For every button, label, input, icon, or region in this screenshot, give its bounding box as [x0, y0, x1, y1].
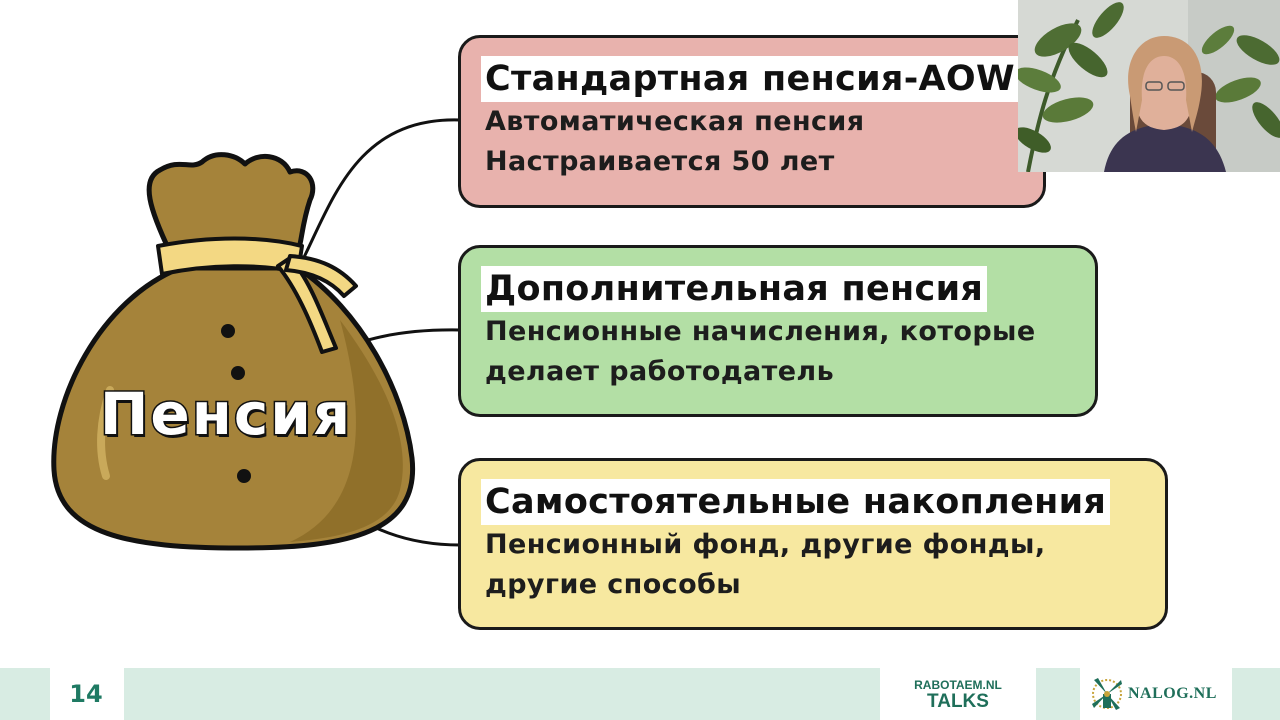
logo-nalog-text: NALOG.NL: [1128, 685, 1217, 702]
page-number: 14: [69, 680, 103, 708]
nalog-logo: NALOG.NL: [1082, 668, 1230, 720]
card-line: Настраивается 50 лет: [485, 146, 835, 177]
connector-dot-2: [231, 366, 245, 380]
card-standard-pension: Стандартная пенсия-AOW Автоматическая пе…: [458, 35, 1046, 208]
footer-bar-mid: [1036, 668, 1080, 720]
slide-footer: 14 RABOTAEM.NL TALKS NALOG.NL: [0, 668, 1280, 720]
webcam-video: [1018, 0, 1280, 172]
bag-label: Пенсия: [98, 380, 353, 448]
connector-dot-1: [221, 324, 235, 338]
card-line: Автоматическая пенсия: [485, 106, 865, 137]
logo-rabota-line1: RABOTAEM.NL: [914, 678, 1002, 692]
card-line: делает работодатель: [485, 356, 835, 387]
card-title: Самостоятельные накопления: [481, 479, 1111, 525]
card-line: Пенсионный фонд, другие фонды,: [485, 529, 1046, 560]
card-additional-pension: Дополнительная пенсия Пенсионные начисле…: [458, 245, 1098, 417]
presenter-video-frame: [1018, 0, 1280, 172]
windmill-icon: [1092, 678, 1122, 710]
card-line: другие способы: [485, 569, 742, 600]
logo-rabota-line2: TALKS: [927, 691, 989, 712]
card-line: Пенсионные начисления, которые: [485, 316, 1036, 347]
footer-bar-right: [1232, 668, 1280, 720]
rabotaem-talks-logo: RABOTAEM.NL TALKS: [882, 668, 1034, 720]
card-title: Дополнительная пенсия: [481, 266, 988, 312]
card-self-savings: Самостоятельные накопления Пенсионный фо…: [458, 458, 1168, 630]
card-title: Стандартная пенсия-AOW: [481, 56, 1019, 102]
connector-dot-3: [237, 469, 251, 483]
footer-bar-main: [124, 668, 880, 720]
footer-bar-left: [0, 668, 50, 720]
money-bag-icon: [51, 152, 416, 551]
